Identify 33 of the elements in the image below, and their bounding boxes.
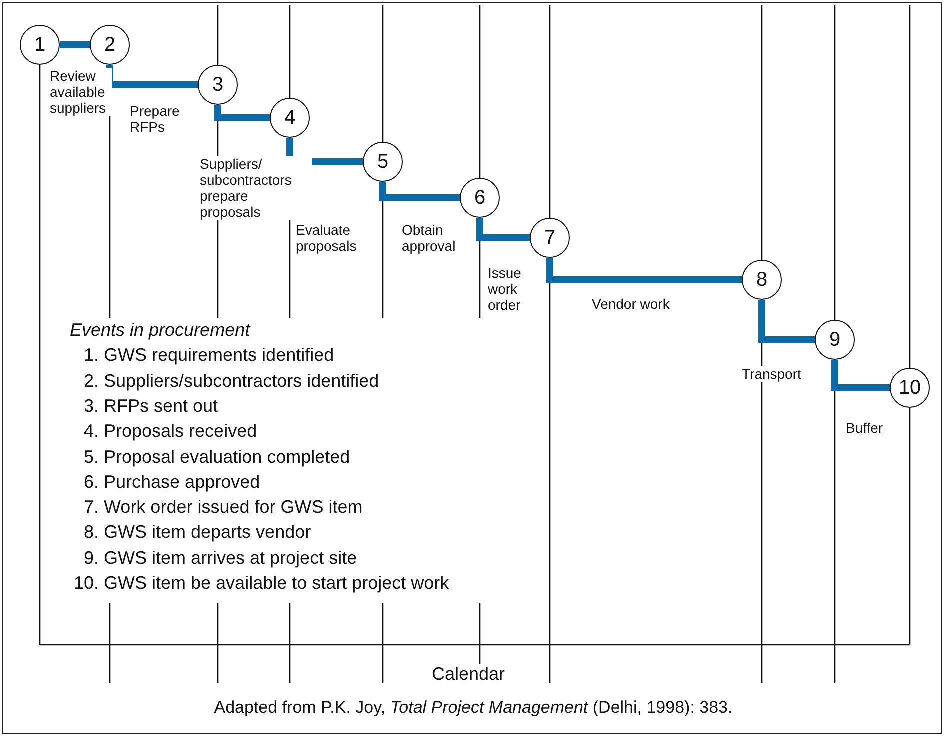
source-caption: Adapted from P.K. Joy, Total Project Management (Delhi, 1998): 383. <box>213 698 734 718</box>
activity-bar <box>214 105 270 122</box>
activity-bar <box>758 300 815 344</box>
event-circle: 1 <box>20 25 60 65</box>
event-circle: 10 <box>890 368 930 408</box>
event-list-item: 9. GWS item arrives at project site <box>84 548 358 569</box>
event-list-item: 6. Purchase approved <box>84 472 260 493</box>
event-circle: 5 <box>363 142 403 182</box>
activity-label: Review available suppliers <box>50 68 112 116</box>
event-list-item: 5. Proposal evaluation completed <box>84 446 350 468</box>
list-heading: Events in procurement <box>70 320 250 341</box>
activity-bar <box>60 42 90 48</box>
event-circle: 4 <box>270 98 310 138</box>
event-circle: 8 <box>742 260 782 300</box>
activity-bar <box>106 65 198 88</box>
event-circle: 3 <box>198 65 238 105</box>
event-list-item: 8. GWS item departs vendor <box>84 522 312 544</box>
activity-bar <box>832 360 890 392</box>
event-circle: 7 <box>530 218 570 258</box>
event-circle: 2 <box>90 25 130 65</box>
event-list-item: 7. Work order issued for GWS item <box>84 497 363 518</box>
activity-bar <box>546 258 742 284</box>
axis-label: Calendar <box>432 664 506 685</box>
event-list-item: 1. GWS requirements identified <box>84 345 334 366</box>
event-list-item: 2. Suppliers/subcontractors identified <box>84 370 380 392</box>
activity-bar <box>476 218 530 242</box>
event-circle: 9 <box>815 320 855 360</box>
event-circle: 6 <box>460 178 500 218</box>
activity-bar <box>380 182 460 202</box>
event-list-item: 10. GWS item be available to start project work <box>74 573 450 594</box>
event-list-item: 3. RFPs sent out <box>84 396 218 417</box>
event-list-item: 4. Proposals received <box>84 421 258 442</box>
activity-label: Suppliers/ subcontractors prepare proposals <box>200 156 312 220</box>
